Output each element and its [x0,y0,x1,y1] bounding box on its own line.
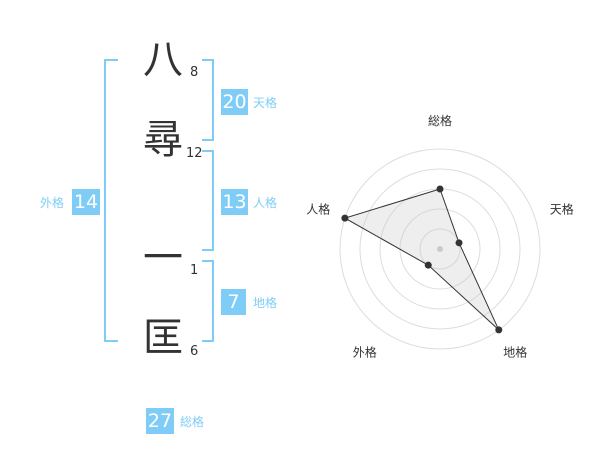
radar-series-area [343,188,500,331]
name-char-2: 尋 [143,117,183,163]
name-char-1: 八 [143,37,183,83]
gaikaku-bracket [104,59,118,342]
radar-point-4 [424,261,432,269]
gaikaku-value: 14 [72,189,100,215]
radar-axis-label-1: 総格 [428,113,452,128]
radar-center [437,246,443,252]
tenkaku-bracket [202,59,214,141]
radar-point-2 [455,239,463,247]
jinkaku-bracket [202,150,214,251]
soukaku-label: 総格 [180,415,205,429]
stroke-count-2: 12 [186,146,203,161]
soukaku-value: 27 [146,408,174,434]
radar-axis-label-5: 人格 [306,201,330,216]
name-char-4: 匡 [143,315,183,361]
chikaku-value: 7 [221,289,246,315]
chikaku-bracket [202,260,214,342]
tenkaku-value: 20 [221,89,248,115]
radar-ring [419,228,461,270]
name-char-3: 一 [143,235,183,281]
jinkaku-label: 人格 [253,196,278,210]
jinkaku-value: 13 [221,189,248,215]
radar-axis-label-4: 外格 [353,345,377,360]
radar-axis-label-2: 天格 [550,201,574,216]
radar-point-5 [341,214,349,222]
stroke-count-1: 8 [190,65,199,80]
radar-axis-label-3: 地格 [503,345,527,360]
radar-point-3 [495,326,503,334]
gaikaku-label: 外格 [40,196,65,210]
radar-ring [359,168,521,330]
chikaku-label: 地格 [253,296,278,310]
stroke-count-3: 1 [190,263,199,278]
radar-point-1 [436,185,444,193]
tenkaku-label: 天格 [253,96,278,110]
stroke-count-4: 6 [190,344,199,359]
radar-ring [339,148,541,350]
